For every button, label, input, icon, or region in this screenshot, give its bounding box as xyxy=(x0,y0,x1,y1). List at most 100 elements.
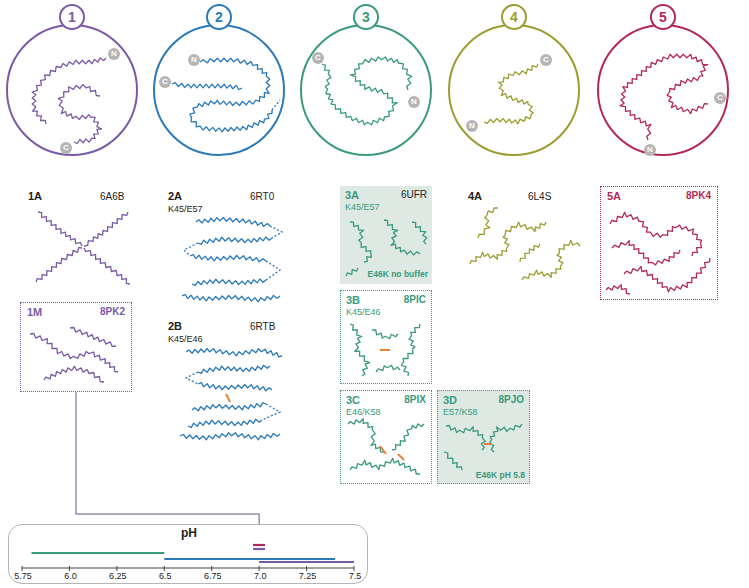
terminus-label: N xyxy=(644,144,656,156)
protein-chain xyxy=(444,452,462,470)
drawing-line xyxy=(211,566,212,571)
drawing-line xyxy=(69,566,70,571)
drawing-line xyxy=(340,186,432,284)
salt-bridge-mark xyxy=(226,350,492,460)
protein-chain xyxy=(184,243,198,256)
panel-label: 1A xyxy=(28,190,42,203)
panel-label: 4A xyxy=(468,190,482,203)
protein-chain xyxy=(192,403,266,411)
panel-label: pH xyxy=(181,527,197,541)
protein-chain xyxy=(376,365,400,372)
chain-olive xyxy=(470,64,580,280)
disordered-loop xyxy=(184,100,282,420)
protein-chain xyxy=(190,255,266,262)
chain-purple xyxy=(30,58,130,382)
protein-chain xyxy=(412,222,427,244)
callout-number: 5 xyxy=(650,4,676,30)
drawing-line xyxy=(164,558,335,560)
protein-chain xyxy=(522,240,580,280)
drawing-line xyxy=(354,566,355,571)
protein-chain xyxy=(489,424,522,452)
drawing-line xyxy=(259,566,260,571)
callout-number: 1 xyxy=(59,4,85,30)
terminus-label: C xyxy=(312,52,324,64)
protein-chain xyxy=(624,258,710,292)
protein-chain xyxy=(84,248,130,284)
panel-text: 6.25 xyxy=(109,571,127,581)
protein-chain xyxy=(186,349,282,357)
drawing-line xyxy=(253,544,265,546)
terminus-label: C xyxy=(540,54,552,66)
domain-circle: 5NC xyxy=(597,24,729,156)
drawing-line xyxy=(380,349,390,351)
drawing-line xyxy=(484,443,492,445)
terminus-label: C xyxy=(714,92,726,104)
protein-chain xyxy=(44,366,104,382)
drawing-line xyxy=(253,548,265,550)
panel-label: 3C xyxy=(346,394,360,407)
panel-label: 3B xyxy=(346,294,360,307)
ph-range xyxy=(32,545,355,562)
shaded-panel: 3DE57/K588PJOE46K pH 5.8 xyxy=(437,390,530,484)
protein-chain xyxy=(186,372,198,384)
connector-line xyxy=(76,392,259,524)
protein-chain xyxy=(392,424,424,450)
panel-text: 8PK2 xyxy=(100,306,125,318)
protein-chain xyxy=(182,295,280,302)
protein-chain xyxy=(606,285,630,294)
panel-text: 6.5 xyxy=(159,571,172,581)
terminus-label: N xyxy=(108,48,120,60)
callout-number: 2 xyxy=(206,4,232,30)
panel-text: 6.0 xyxy=(64,571,77,581)
chain-blue xyxy=(172,58,282,440)
panel-text: 6A6B xyxy=(100,191,124,203)
panel-label: 3D xyxy=(443,394,457,407)
protein-chain xyxy=(198,365,270,373)
protein-chain xyxy=(270,226,282,238)
panel-text: 6RT0 xyxy=(250,191,274,203)
protein-chain xyxy=(350,222,371,262)
protein-chain xyxy=(188,419,262,427)
protein-chain xyxy=(172,83,242,90)
protein-chain xyxy=(58,85,101,144)
protein-chain xyxy=(272,100,280,110)
chain-green xyxy=(322,57,522,474)
panel-text: 7.0 xyxy=(254,571,267,581)
dotted-panel: 5A8PK4 xyxy=(600,186,718,300)
drawing-line xyxy=(116,566,117,571)
protein-chain xyxy=(192,279,266,285)
protein-chain xyxy=(70,328,116,347)
drawing-line xyxy=(22,566,23,571)
drawing-line xyxy=(226,394,230,402)
terminus-label: C xyxy=(159,76,171,88)
panel-text: 8PIC xyxy=(404,294,426,306)
protein-chain xyxy=(198,383,272,391)
protein-chain xyxy=(266,261,280,280)
drawing-line xyxy=(380,446,386,454)
panel-text: 8PK4 xyxy=(686,190,711,202)
protein-chain xyxy=(196,218,270,227)
protein-chain xyxy=(484,64,538,124)
terminus-label: N xyxy=(408,96,420,108)
protein-chain xyxy=(262,404,280,420)
panel-text: K45/E57 xyxy=(168,204,203,214)
panel-text: 8PIX xyxy=(404,394,426,406)
protein-chain xyxy=(180,433,280,440)
drawing-line xyxy=(22,568,354,569)
panel-text: 6RTB xyxy=(250,321,275,333)
terminus-label: C xyxy=(60,142,72,154)
protein-chain xyxy=(348,419,384,452)
protein-chain xyxy=(322,57,412,125)
panel-text: 7.5 xyxy=(349,571,362,581)
panel-text: 6L4S xyxy=(528,191,551,203)
protein-chain xyxy=(478,208,498,238)
drawing-line xyxy=(398,454,404,460)
drawing-line xyxy=(164,566,165,571)
protein-chain xyxy=(372,330,398,339)
dotted-panel: 1M8PK2 xyxy=(20,302,132,392)
chain-red xyxy=(606,54,710,294)
protein-chain xyxy=(38,212,82,246)
drawing-line xyxy=(32,552,165,554)
